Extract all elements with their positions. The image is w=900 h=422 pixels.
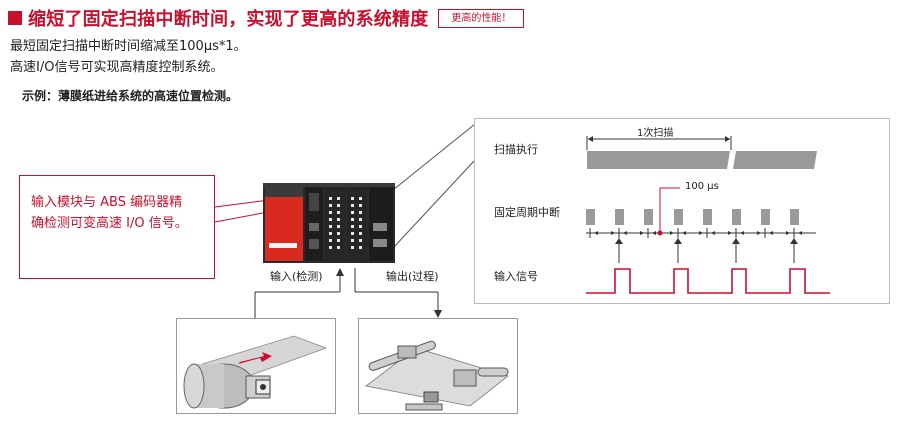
panel-pointer-line-top bbox=[392, 123, 476, 191]
fixed-interrupt-label: 固定周期中断 bbox=[494, 206, 560, 219]
film-feeder-machine-icon bbox=[365, 340, 509, 411]
interrupt-block bbox=[703, 209, 712, 225]
input-signal-waveform bbox=[586, 268, 830, 294]
callout-line-2: 确检测可变高速 I/O 信号。 bbox=[31, 216, 188, 231]
scan-span-arrow-left-icon bbox=[588, 136, 593, 142]
edge-arrow-icon bbox=[674, 238, 682, 244]
interval-100us-label: 100 μs bbox=[685, 181, 719, 192]
plc-input-label: 输入(检测) bbox=[270, 270, 323, 283]
interrupt-block bbox=[644, 209, 653, 225]
interval-marker-dot-icon bbox=[657, 230, 663, 236]
plc-output-label: 输出(过程) bbox=[386, 270, 439, 283]
interrupt-block bbox=[790, 209, 799, 225]
input-signal-label: 输入信号 bbox=[494, 270, 538, 283]
scan-execution-label: 扫描执行 bbox=[494, 143, 538, 156]
description-line-2: 高速I/O信号可实现高精度控制系统。 bbox=[10, 60, 224, 75]
interrupt-block bbox=[615, 209, 624, 225]
interrupt-block bbox=[586, 209, 595, 225]
timing-diagram bbox=[586, 136, 830, 294]
callout-line-1: 输入模块与 ABS 编码器精 bbox=[31, 195, 183, 210]
scan-span-arrow-right-icon bbox=[725, 136, 730, 142]
panel-pointer-line-bottom bbox=[392, 159, 476, 249]
performance-badge: 更高的性能！ bbox=[438, 8, 525, 28]
plc-module-rack-icon bbox=[263, 183, 395, 263]
callout-box: 输入模块与 ABS 编码器精 确检测可变高速 I/O 信号。 bbox=[19, 175, 215, 279]
one-scan-label: 1次扫描 bbox=[637, 128, 674, 139]
film-roller-encoder-icon bbox=[183, 335, 328, 409]
interrupt-block bbox=[761, 209, 770, 225]
header: 缩短了固定扫描中断时间，实现了更高的系统精度 更高的性能！ bbox=[8, 6, 525, 30]
edge-arrow-icon bbox=[732, 238, 740, 244]
output-arrow-icon bbox=[434, 310, 442, 318]
input-arrow-icon bbox=[336, 268, 344, 276]
interrupt-block bbox=[732, 209, 741, 225]
title-bullet-icon bbox=[8, 11, 22, 25]
interrupt-block bbox=[674, 209, 683, 225]
edge-arrow-icon bbox=[615, 238, 623, 244]
edge-arrow-icon bbox=[790, 238, 798, 244]
scan-bar-2 bbox=[733, 151, 817, 169]
description-line-1: 最短固定扫描中断时间缩减至100μs*1。 bbox=[10, 39, 247, 54]
example-caption: 示例：薄膜纸进给系统的高速位置检测。 bbox=[22, 89, 239, 103]
scan-bar-1 bbox=[587, 151, 730, 169]
page-title: 缩短了固定扫描中断时间，实现了更高的系统精度 bbox=[28, 9, 429, 30]
